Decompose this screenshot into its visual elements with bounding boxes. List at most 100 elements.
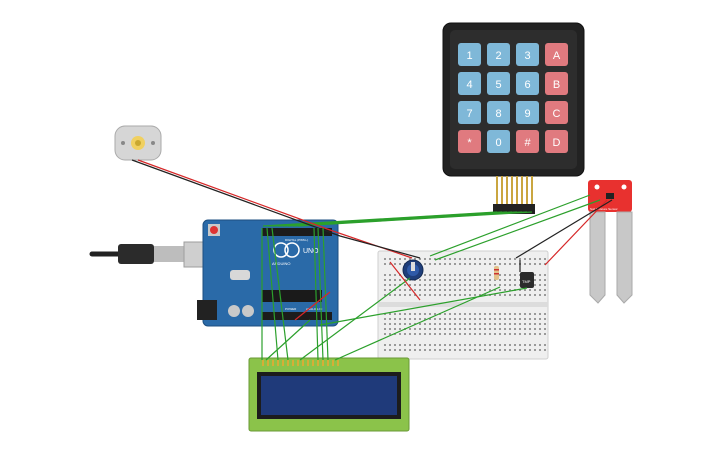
breadboard-hole xyxy=(414,344,416,346)
breadboard-hole xyxy=(489,323,491,325)
breadboard-hole xyxy=(514,279,516,281)
breadboard-hole xyxy=(424,279,426,281)
breadboard-hole xyxy=(539,294,541,296)
breadboard-hole xyxy=(514,313,516,315)
breadboard-hole xyxy=(399,333,401,335)
breadboard-hole xyxy=(384,333,386,335)
breadboard-hole xyxy=(384,258,386,260)
breadboard-hole xyxy=(489,333,491,335)
breadboard-hole xyxy=(499,289,501,291)
wire xyxy=(544,199,608,266)
breadboard-hole xyxy=(434,349,436,351)
breadboard-hole xyxy=(544,328,546,330)
breadboard-hole xyxy=(429,318,431,320)
breadboard-hole xyxy=(459,313,461,315)
wires xyxy=(131,159,613,361)
breadboard-hole xyxy=(424,294,426,296)
breadboard-hole xyxy=(539,323,541,325)
breadboard-hole xyxy=(419,258,421,260)
breadboard-hole xyxy=(454,333,456,335)
breadboard-hole xyxy=(514,274,516,276)
breadboard-hole xyxy=(519,318,521,320)
lcd-pin xyxy=(332,360,334,366)
breadboard-hole xyxy=(504,263,506,265)
breadboard-hole xyxy=(519,313,521,315)
breadboard-hole xyxy=(459,349,461,351)
breadboard-hole xyxy=(469,328,471,330)
breadboard-hole xyxy=(499,349,501,351)
breadboard-hole xyxy=(394,313,396,315)
keypad-key-label: 5 xyxy=(495,79,501,91)
breadboard-hole xyxy=(449,294,451,296)
breadboard-hole xyxy=(479,279,481,281)
breadboard-hole xyxy=(479,313,481,315)
breadboard-hole xyxy=(539,279,541,281)
breadboard-hole xyxy=(439,328,441,330)
breadboard-hole xyxy=(409,284,411,286)
breadboard-hole xyxy=(454,274,456,276)
keypad-key xyxy=(545,43,568,66)
breadboard-hole xyxy=(479,328,481,330)
dc-motor xyxy=(114,125,162,161)
breadboard-hole xyxy=(384,318,386,320)
breadboard-hole xyxy=(424,349,426,351)
breadboard-hole xyxy=(394,263,396,265)
lcd-16x2 xyxy=(248,357,410,432)
breadboard-hole xyxy=(479,294,481,296)
breadboard-hole xyxy=(394,344,396,346)
breadboard-hole xyxy=(469,344,471,346)
breadboard-hole xyxy=(494,294,496,296)
breadboard-hole xyxy=(544,289,546,291)
wire xyxy=(294,291,331,321)
breadboard-hole xyxy=(444,284,446,286)
breadboard-hole xyxy=(519,328,521,330)
breadboard-hole xyxy=(459,258,461,260)
breadboard-hole xyxy=(394,279,396,281)
breadboard-hole xyxy=(459,263,461,265)
breadboard-hole xyxy=(534,279,536,281)
breadboard-hole xyxy=(479,344,481,346)
keypad-key xyxy=(487,43,510,66)
breadboard-hole xyxy=(519,258,521,260)
keypad-key xyxy=(458,130,481,153)
soil-moisture-sensor: Soil Moisture Sensor xyxy=(588,180,633,304)
keypad-key-label: C xyxy=(553,108,561,120)
breadboard-hole xyxy=(509,263,511,265)
breadboard-hole xyxy=(424,263,426,265)
breadboard-hole xyxy=(384,313,386,315)
breadboard-hole xyxy=(404,279,406,281)
keypad-key xyxy=(487,130,510,153)
keypad-key xyxy=(458,101,481,124)
breadboard-hole xyxy=(489,318,491,320)
lcd-pin xyxy=(282,360,284,366)
breadboard-hole xyxy=(544,274,546,276)
breadboard-hole xyxy=(464,318,466,320)
lcd-pin xyxy=(272,360,274,366)
breadboard-hole xyxy=(504,274,506,276)
breadboard-hole xyxy=(534,323,536,325)
breadboard-hole xyxy=(484,318,486,320)
breadboard-hole xyxy=(394,274,396,276)
breadboard-hole xyxy=(539,318,541,320)
breadboard-hole xyxy=(454,323,456,325)
breadboard-hole xyxy=(489,279,491,281)
breadboard-hole xyxy=(534,333,536,335)
breadboard-hole xyxy=(514,258,516,260)
breadboard-hole xyxy=(419,318,421,320)
breadboard-hole xyxy=(494,313,496,315)
breadboard-hole xyxy=(479,318,481,320)
wire xyxy=(334,286,501,361)
breadboard-hole xyxy=(484,344,486,346)
breadboard-hole xyxy=(489,289,491,291)
breadboard-hole xyxy=(504,323,506,325)
breadboard-hole xyxy=(409,289,411,291)
breadboard-hole xyxy=(454,349,456,351)
breadboard-hole xyxy=(494,263,496,265)
wire xyxy=(515,199,613,259)
breadboard-hole xyxy=(404,289,406,291)
keypad-key-label: 9 xyxy=(524,108,530,120)
breadboard-hole xyxy=(469,323,471,325)
breadboard-hole xyxy=(484,258,486,260)
breadboard-hole xyxy=(474,318,476,320)
breadboard-hole xyxy=(529,294,531,296)
